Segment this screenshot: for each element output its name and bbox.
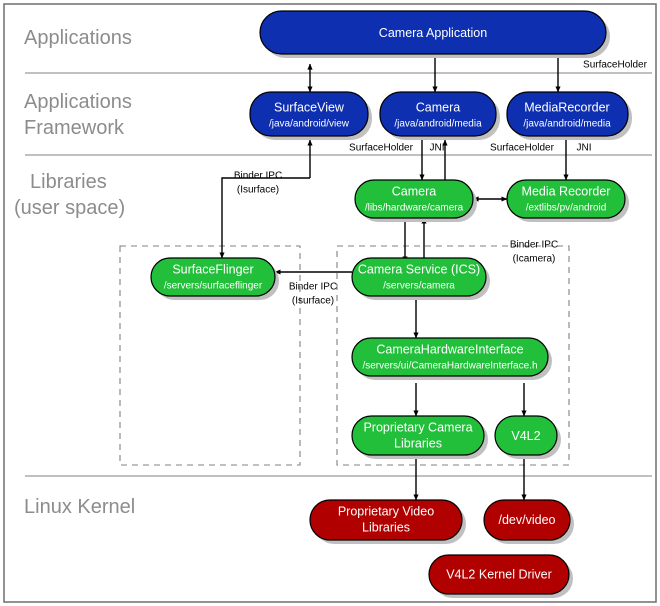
node-subtitle: /libs/hardware/camera [365, 203, 464, 214]
node-title-line2: Libraries [394, 436, 442, 450]
node-camera-application[interactable]: Camera Application [259, 10, 610, 58]
node-body [259, 10, 607, 55]
node-mediarecorder[interactable]: MediaRecorder /java/android/media [506, 91, 632, 140]
edge-label-surfaceholder-mediarecorder: SurfaceHolder [490, 143, 555, 154]
node-camera-java[interactable]: Camera /java/android/media [379, 91, 500, 140]
layer-label-applications-framework-line2: Framework [24, 117, 125, 139]
node-body [351, 415, 485, 456]
node-subtitle: /java/android/view [269, 119, 350, 130]
edge-label-surfaceholder-app: SurfaceHolder [583, 60, 648, 71]
node-title: Proprietary Camera [363, 420, 472, 434]
node-subtitle: /servers/camera [383, 281, 455, 292]
node-subtitle: /java/android/media [394, 119, 482, 130]
diagram-frame [3, 3, 657, 603]
node-body [506, 91, 629, 137]
group-box-camera-service [336, 245, 570, 466]
layer-label-libraries-line2: (user space) [14, 197, 125, 219]
node-dev-video[interactable]: /dev/video [483, 499, 574, 544]
edge-label-binder-icamera-line2: (Icamera) [513, 254, 556, 265]
node-subtitle: /servers/ui/CameraHardwareInterface.h [362, 361, 537, 372]
node-body [150, 257, 276, 297]
node-body [351, 337, 549, 377]
edge-label-binder-icamera-line1: Binder IPC [510, 240, 558, 251]
edge-label-jni-mediarecorder: JNI [577, 143, 592, 154]
node-title: MediaRecorder [524, 100, 609, 114]
node-body [506, 179, 626, 219]
node-body [351, 257, 487, 297]
node-camerahardwareinterface[interactable]: CameraHardwareInterface /servers/ui/Came… [351, 337, 552, 380]
group-box-surfaceflinger [119, 245, 301, 466]
node-body [428, 554, 570, 595]
edge-label-binder-isurface-top-line2: (Isurface) [237, 185, 279, 196]
node-media-recorder-native[interactable]: Media Recorder /extlibs/pv/android [506, 179, 629, 222]
node-camera-hal[interactable]: Camera /libs/hardware/camera [354, 179, 477, 222]
node-subtitle: /extlibs/pv/android [526, 203, 607, 214]
edge-label-binder-isurface-mid-line1: Binder IPC [289, 282, 337, 293]
node-surfaceflinger[interactable]: SurfaceFlinger /servers/surfaceflinger [150, 257, 279, 300]
layer-label-libraries-line1: Libraries [30, 171, 107, 193]
node-body [379, 91, 497, 137]
layer-label-applications: Applications [24, 27, 132, 49]
node-title: /dev/video [499, 513, 556, 527]
edge-label-binder-isurface-mid-line2: (Isurface) [292, 296, 334, 307]
layer-label-applications-framework-line1: Applications [24, 91, 132, 113]
node-subtitle: /java/android/media [523, 119, 611, 130]
node-title: Camera Application [379, 26, 487, 40]
layer-label-linux-kernel: Linux Kernel [24, 496, 135, 518]
node-body [483, 499, 571, 541]
node-title: SurfaceFlinger [172, 262, 253, 276]
node-body [249, 91, 369, 137]
node-title-line2: Libraries [362, 520, 410, 534]
node-body [309, 499, 463, 541]
node-v4l2-kernel-driver[interactable]: V4L2 Kernel Driver [428, 554, 573, 598]
node-proprietary-camera-libraries[interactable]: Proprietary Camera Libraries [351, 415, 488, 459]
node-title: Camera [392, 184, 437, 198]
node-title: Camera [416, 100, 461, 114]
node-title: Proprietary Video [338, 504, 434, 518]
edge-label-binder-isurface-top-line1: Binder IPC [234, 171, 282, 182]
node-surfaceview[interactable]: SurfaceView /java/android/view [249, 91, 372, 140]
node-title: V4L2 [511, 429, 540, 443]
node-title: Media Recorder [522, 184, 611, 198]
node-body [494, 415, 558, 456]
node-proprietary-video-libraries[interactable]: Proprietary Video Libraries [309, 499, 466, 544]
node-camera-service[interactable]: Camera Service (ICS) /servers/camera [351, 257, 490, 300]
node-title: SurfaceView [274, 100, 345, 114]
node-v4l2[interactable]: V4L2 [494, 415, 561, 459]
node-title: CameraHardwareInterface [376, 342, 523, 356]
connector-binder-isurface-to-surfaceflinger [219, 177, 310, 259]
node-title: V4L2 Kernel Driver [446, 567, 552, 581]
edge-label-jni-camera-java: JNI [430, 143, 445, 154]
node-subtitle: /servers/surfaceflinger [164, 281, 263, 292]
edge-label-surfaceholder-camera-java: SurfaceHolder [349, 143, 414, 154]
node-body [354, 179, 474, 219]
node-title: Camera Service (ICS) [358, 262, 480, 276]
